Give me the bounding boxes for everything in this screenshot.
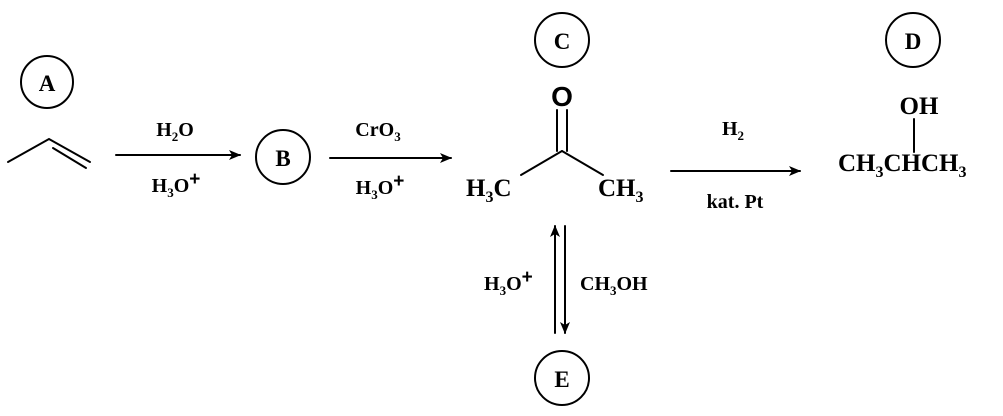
step4-right-reagent: CH3OH	[580, 273, 648, 298]
label-d-text: D	[905, 29, 922, 54]
acetone-left-group: H3C	[466, 175, 512, 206]
acetone-structure: O H3C CH3	[466, 81, 644, 206]
acetone-oxygen: O	[551, 81, 573, 112]
label-b-text: B	[275, 146, 290, 171]
label-c-circle	[534, 12, 590, 68]
label-d-circle	[885, 12, 941, 68]
step2-arrow-group: CrO3 H3O+	[329, 119, 452, 202]
label-e-circle	[534, 350, 590, 406]
acetone-right-group: CH3	[598, 175, 644, 206]
propene-single-bond	[7, 137, 91, 163]
label-a-circle	[20, 55, 74, 109]
step1-arrow-group: H2O H3O+	[115, 119, 241, 200]
label-b: B	[255, 129, 311, 185]
propene-structure	[7, 137, 91, 169]
isopropanol-oh: OH	[900, 93, 939, 120]
isopropanol-formula: CH3CHCH3	[838, 150, 967, 181]
step1-above-reagent: H2O	[156, 119, 194, 144]
step4-left-reagent: H3O+	[484, 267, 533, 298]
step3-below-catalyst: kat. Pt	[707, 191, 764, 213]
isopropanol-structure: OH CH3CHCH3	[838, 93, 967, 181]
label-e: E	[534, 350, 590, 406]
step2-above-reagent: CrO3	[355, 119, 401, 144]
label-c-text: C	[554, 29, 571, 54]
equilibrium-arrows: H3O+ CH3OH	[484, 225, 648, 334]
propene-double-bond	[52, 147, 87, 169]
step2-below-reagent: H3O+	[356, 171, 405, 202]
label-d: D	[885, 12, 941, 68]
acetone-left-bond	[520, 150, 563, 176]
label-a: A	[20, 55, 74, 109]
step1-below-reagent: H3O+	[152, 169, 201, 200]
label-b-circle	[255, 129, 311, 185]
acetone-right-bond	[561, 150, 604, 176]
label-a-text: A	[39, 71, 56, 96]
step3-above-reagent: H2	[722, 118, 744, 143]
label-e-text: E	[554, 367, 569, 392]
label-c: C	[534, 12, 590, 68]
step3-arrow-group: H2 kat. Pt	[670, 118, 801, 213]
